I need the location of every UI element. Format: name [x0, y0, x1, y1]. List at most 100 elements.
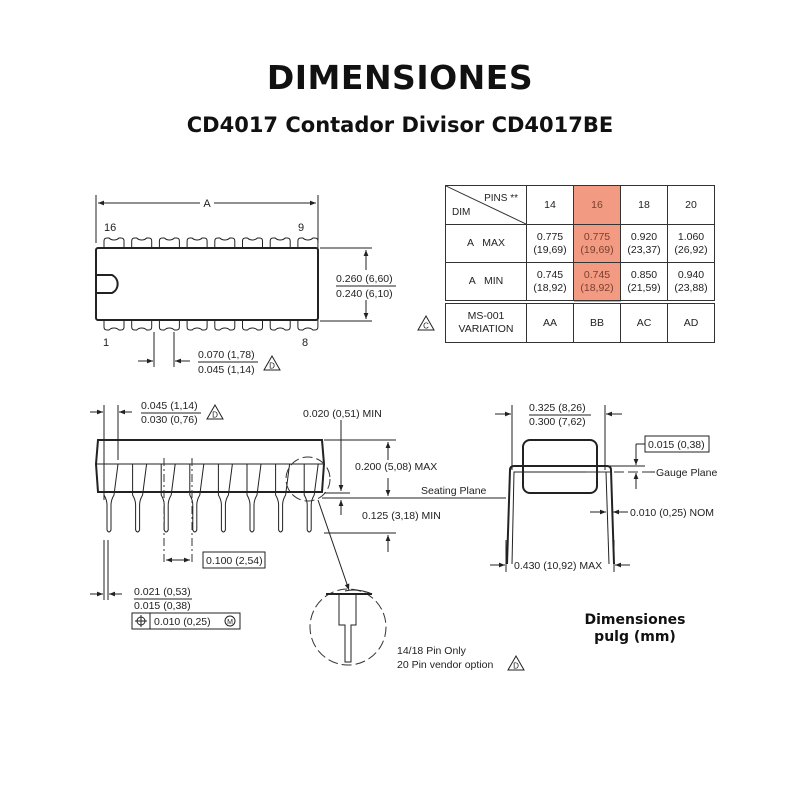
- pin-tab: [186, 320, 208, 331]
- body-width-min: 0.240 (6,10): [336, 288, 393, 300]
- svg-text:D: D: [269, 362, 275, 371]
- pin-label-1: 1: [103, 337, 109, 349]
- ic-body-top: [95, 247, 319, 321]
- svg-text:D: D: [513, 662, 519, 671]
- position-tolerance-frame: 0.010 (0,25) M: [131, 612, 241, 630]
- lead-width-max: 0.021 (0,53): [134, 586, 191, 598]
- units-note: Dimensiones pulg (mm): [560, 612, 710, 646]
- table-cell: 0.920(23,37): [620, 224, 668, 263]
- body-width-max: 0.260 (6,60): [336, 273, 393, 285]
- gauge-offset-value: 0.015 (0,38): [648, 439, 705, 451]
- units-note-line1: Dimensiones: [584, 612, 686, 628]
- lead-span-label: 0.430 (10,92) MAX: [514, 560, 602, 572]
- pin-tab: [131, 237, 153, 248]
- table-cell: 1.060(26,92): [667, 224, 715, 263]
- standoff-label: 0.020 (0,51) MIN: [303, 408, 382, 420]
- pin-tab: [214, 320, 236, 331]
- table-cell-highlighted: 0.775(19,69): [573, 224, 621, 263]
- gauge-plane-label: Gauge Plane: [656, 467, 717, 479]
- pin-tab: [214, 237, 236, 248]
- table-cell: BB: [573, 300, 621, 343]
- top-pins: [103, 237, 319, 248]
- table-row-a-max: A MAX 0.775(19,69) 0.775(19,69) 0.920(23…: [445, 224, 715, 263]
- table-cell: AC: [620, 300, 668, 343]
- end-lead-inner: [511, 471, 610, 565]
- table-header-row: PINS ** DIM 14 16 18 20: [445, 185, 715, 225]
- pin-count-header: 18: [620, 185, 668, 225]
- page-title: DIMENSIONES: [266, 58, 534, 97]
- pitch-box: [202, 551, 266, 569]
- units-note-line2: pulg (mm): [594, 629, 676, 645]
- side-lead: [303, 463, 319, 533]
- pin-tab: [158, 320, 180, 331]
- lead-thickness-label: 0.010 (0,25) NOM: [630, 507, 714, 519]
- end-width-max: 0.325 (8,26): [529, 402, 586, 414]
- table-cell: 0.850(21,59): [620, 262, 668, 303]
- svg-text:M: M: [227, 619, 233, 626]
- end-width-min: 0.300 (7,62): [529, 416, 586, 428]
- row-label: A MAX: [445, 224, 527, 263]
- note-d-icon: D: [507, 654, 525, 671]
- detail-callout-circle: [285, 456, 331, 502]
- pin-label-8: 8: [302, 337, 308, 349]
- pin-tab: [297, 320, 319, 331]
- lead-width-min: 0.015 (0,38): [134, 600, 191, 612]
- table-cell: AD: [667, 300, 715, 343]
- pin-tab: [269, 237, 291, 248]
- note-c-icon: C: [417, 314, 435, 331]
- pitch-value: 0.100 (2,54): [206, 555, 263, 567]
- mmc-modifier-icon: [224, 615, 236, 627]
- pin-tab: [242, 320, 263, 331]
- lead-length-label: 0.125 (3,18) MIN: [362, 510, 441, 522]
- side-lead: [160, 463, 176, 533]
- detail-leader: [317, 499, 350, 591]
- svg-text:C: C: [423, 322, 429, 331]
- pin-count-header: 20: [667, 185, 715, 225]
- side-view: 0.045 (1,14) 0.030 (0,76) D 0.100 (2,54)…: [90, 400, 525, 671]
- table-cell: AA: [526, 300, 574, 343]
- note-d-icon: D: [263, 354, 281, 371]
- pin-tab: [131, 320, 153, 331]
- table-corner-cell: PINS ** DIM: [445, 185, 527, 225]
- page-subtitle: CD4017 Contador Divisor CD4017BE: [186, 113, 614, 137]
- pin-tab: [103, 320, 125, 331]
- side-lead: [217, 463, 233, 533]
- detail-note-1: 14/18 Pin Only: [397, 645, 467, 657]
- seating-plane-label: Seating Plane: [421, 485, 487, 497]
- dim-a-label: A: [203, 198, 211, 210]
- table-cell-highlighted: 0.745(18,92): [573, 262, 621, 303]
- pin-tab: [186, 237, 208, 248]
- gauge-offset-box: [644, 435, 710, 453]
- pin-count-header-highlighted: 16: [573, 185, 621, 225]
- svg-text:D: D: [212, 411, 218, 420]
- note-d-icon: D: [206, 403, 224, 420]
- pin-tab: [269, 320, 291, 331]
- top-view: A 16 9 1 8 0.260 (6,60) 0.240 (6,10) 0.0…: [95, 195, 435, 376]
- shoulder-max: 0.045 (1,14): [141, 400, 198, 412]
- lead-detail-view: [309, 588, 387, 666]
- pin-width-max: 0.070 (1,78): [198, 349, 255, 361]
- pin-label-16: 16: [104, 222, 116, 234]
- side-lead: [189, 463, 205, 533]
- table-row-a-min: A MIN 0.745(18,92) 0.745(18,92) 0.850(21…: [445, 262, 715, 303]
- table-cell: 0.775(19,69): [526, 224, 574, 263]
- end-lead-outer: [506, 465, 615, 565]
- table-cell: 0.745(18,92): [526, 262, 574, 303]
- dim-header: DIM: [452, 207, 471, 218]
- end-view: 0.325 (8,26) 0.300 (7,62) Gauge Plane 0.…: [490, 402, 717, 572]
- position-tolerance-value: 0.010 (0,25): [154, 616, 211, 628]
- pin-tab: [158, 237, 180, 248]
- bottom-pins: [103, 320, 319, 331]
- pin-tab: [297, 237, 319, 248]
- pin-label-9: 9: [298, 222, 304, 234]
- pin1-notch: [96, 274, 119, 294]
- side-lead: [132, 463, 148, 533]
- side-lead: [103, 463, 119, 533]
- pin-tab: [242, 237, 263, 248]
- pin-width-min: 0.045 (1,14): [198, 364, 255, 376]
- pin-tab: [103, 237, 125, 248]
- side-lead: [246, 463, 262, 533]
- pin-count-header: 14: [526, 185, 574, 225]
